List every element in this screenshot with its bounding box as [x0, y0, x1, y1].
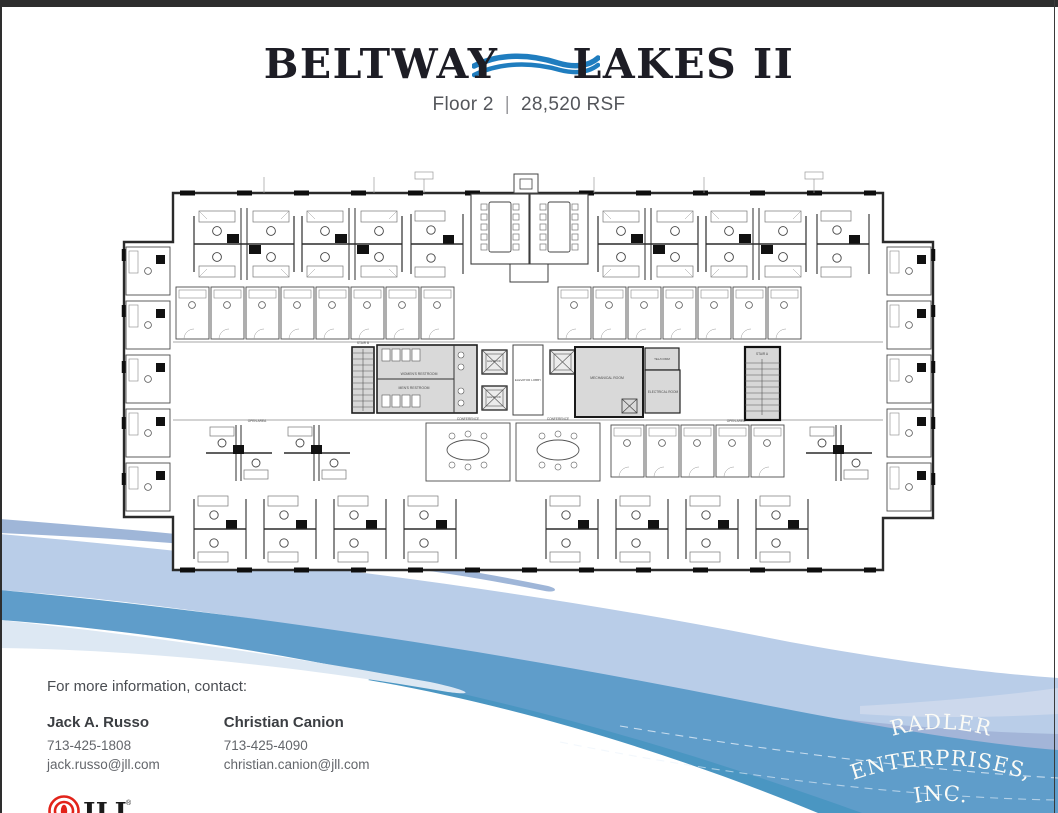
elevator-label: ELEVATOR: [487, 395, 501, 399]
electrical-room: ELECTRICAL ROOM: [644, 369, 681, 414]
elevator-shafts: ELEVATOR ELEVATOR: [481, 349, 508, 411]
right-wing-rooms: [886, 246, 932, 512]
window-top-border: [0, 0, 1058, 7]
wave-band-blue: [0, 590, 1058, 813]
telcom-room: TEL/COMM: [644, 347, 680, 371]
elevator-lobby: ELEVATOR LOBBY: [512, 344, 544, 416]
dimension-ticks: [263, 171, 824, 193]
electrical-room-label: ELECTRICAL ROOM: [648, 390, 679, 394]
contact-name: Jack A. Russo: [47, 714, 149, 731]
jll-rings-icon: [48, 795, 80, 813]
wave-band-pale: [0, 620, 466, 694]
contact-section: For more information, contact: Jack A. R…: [47, 678, 370, 813]
elevator-label: ELEVATOR: [487, 359, 501, 363]
wave-dashed-line: [559, 741, 1058, 801]
title-block: BELTWAY LAKES II Floor 2 | 28,520 RSF: [0, 44, 1058, 116]
title-word-beltway: BELTWAY: [263, 40, 499, 88]
wave-band-blue-deep: [368, 676, 862, 813]
contact-name: Christian Canion: [223, 714, 344, 731]
telcom-label: TEL/COMM: [654, 357, 670, 361]
window-right-border: [1054, 0, 1055, 813]
rsf-label: 28,520 RSF: [521, 94, 626, 115]
jll-logo-text: JLL: [81, 798, 131, 813]
conference-label: CONFERENCE: [547, 417, 569, 421]
contact-card-jack-russo: Jack A. Russo 713-425-1808 jack.russo@jl…: [47, 712, 160, 775]
open-area-label: OPEN AREA: [248, 419, 267, 423]
wave-band-lavender: [860, 688, 1058, 718]
page-title: BELTWAY LAKES II: [0, 44, 1058, 85]
floor-plan: WOMEN'S RESTROOM MEN'S RESTROOM ELEVATOR…: [121, 171, 936, 573]
contact-card-christian-canion: Christian Canion 713-425-4090 christian.…: [224, 712, 370, 775]
left-wing-rooms: [125, 246, 171, 512]
mechanical-room-label: MECHANICAL ROOM: [590, 376, 624, 380]
womens-restroom-label: WOMEN'S RESTROOM: [401, 372, 438, 376]
contact-phone: 713-425-1808: [47, 737, 132, 753]
stair-b-label: STAIR B: [357, 341, 369, 345]
stair-a-room: STAIR A: [743, 345, 782, 422]
jll-registered-mark: ®: [126, 799, 131, 807]
restrooms: WOMEN'S RESTROOM MEN'S RESTROOM: [376, 344, 478, 414]
wave-band-light: [0, 534, 1058, 762]
elevator-lobby-label: ELEVATOR LOBBY: [515, 378, 541, 382]
open-area-label: OPEN AREA: [727, 419, 746, 423]
stair-b-room: [351, 346, 375, 414]
mens-restroom-label: MEN'S RESTROOM: [399, 386, 430, 390]
conference-label: CONFERENCE: [457, 417, 479, 421]
mechanical-room: MECHANICAL ROOM: [574, 346, 644, 418]
contact-email[interactable]: jack.russo@jll.com: [47, 757, 160, 773]
contact-phone: 713-425-4090: [223, 737, 308, 753]
office-row-lower: OPEN AREA CONFERENCE CONFERENCE OPEN ARE…: [205, 417, 873, 482]
floor-label: Floor 2: [432, 94, 494, 115]
subtitle: Floor 2 | 28,520 RSF: [0, 94, 1058, 116]
wave-band-periwinkle-left: [0, 519, 556, 592]
radler-line3: INC.: [912, 781, 969, 808]
contact-intro: For more information, contact:: [47, 678, 248, 695]
title-word-lakes: LAKES II: [572, 40, 795, 88]
contact-email[interactable]: christian.canion@jll.com: [223, 757, 370, 773]
stair-a-label: STAIR A: [756, 352, 769, 356]
wave-dashed-line: [619, 725, 1058, 779]
top-entry: [513, 173, 539, 194]
svg-text:INC.: INC.: [912, 781, 970, 808]
jll-logo: JLL ®: [47, 791, 370, 813]
conference-room: [470, 193, 589, 283]
elevator-shaft-right: [549, 349, 576, 375]
window-left-border: [0, 0, 2, 813]
subtitle-separator: |: [504, 94, 511, 115]
